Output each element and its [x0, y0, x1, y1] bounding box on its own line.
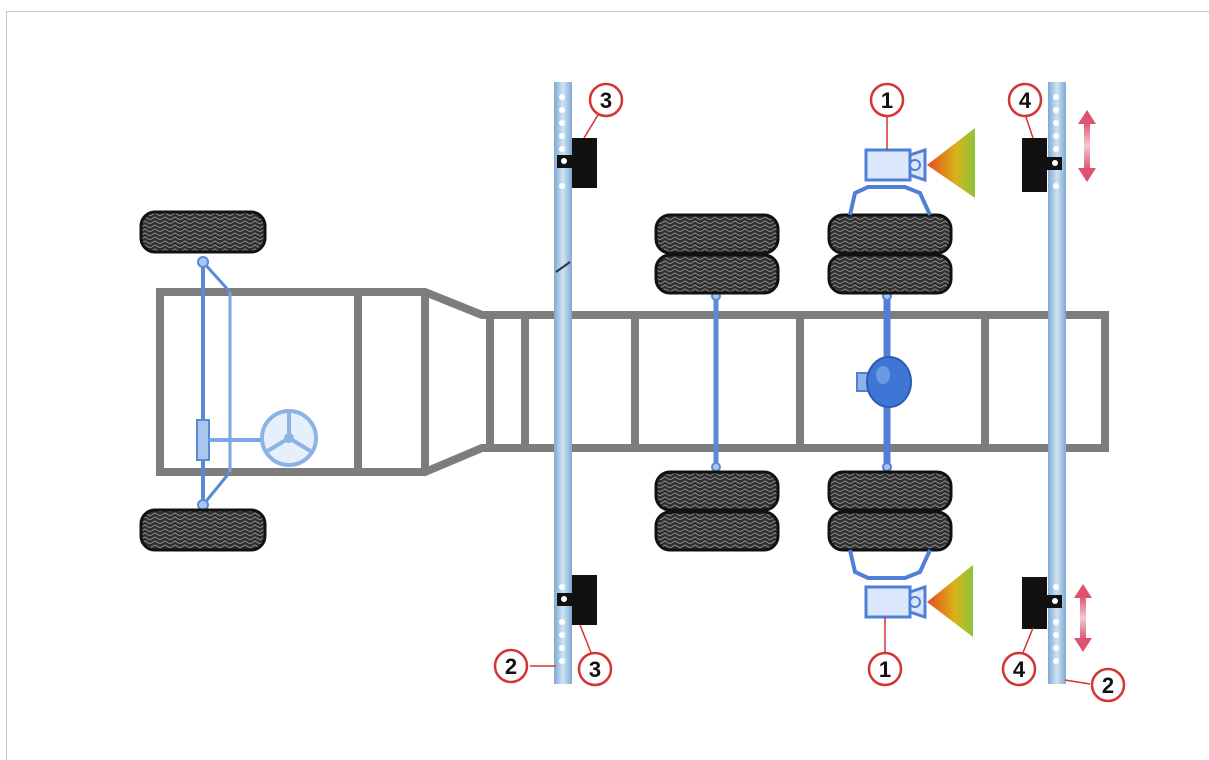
callout-2-right: 2 — [1090, 667, 1126, 703]
svg-text:4: 4 — [1013, 657, 1026, 682]
front-axle — [196, 256, 265, 511]
svg-text:1: 1 — [881, 88, 893, 113]
tire-icon — [827, 510, 953, 552]
tire-icon — [654, 510, 780, 552]
callout-3-top: 3 — [588, 82, 624, 118]
callout-4-top: 4 — [1007, 82, 1043, 118]
svg-text:2: 2 — [505, 654, 517, 679]
callout-2-left: 2 — [493, 648, 529, 684]
tire-icon — [827, 213, 953, 255]
diagram-frame — [6, 11, 1209, 760]
double-arrow-icon — [1078, 110, 1096, 182]
svg-text:2: 2 — [1102, 673, 1114, 698]
wheel-clamp-bottom — [848, 549, 932, 580]
camera-beam-bottom — [927, 565, 973, 637]
tire-icon — [827, 253, 953, 295]
tire-icon — [654, 470, 780, 512]
svg-text:4: 4 — [1019, 88, 1032, 113]
sensor-icon — [1022, 138, 1062, 192]
svg-text:3: 3 — [589, 657, 601, 682]
steering-wheel-icon — [260, 409, 318, 467]
tire-icon — [139, 210, 267, 254]
camera-icon — [864, 147, 927, 183]
callout-1-bottom: 1 — [867, 651, 903, 687]
camera-icon — [864, 584, 927, 620]
double-arrow-icon — [1074, 584, 1092, 652]
callout-1-top: 1 — [869, 82, 905, 118]
svg-text:3: 3 — [600, 88, 612, 113]
svg-text:1: 1 — [879, 657, 891, 682]
reference-bar-left — [554, 82, 572, 684]
sensor-icon — [1022, 577, 1062, 629]
wheel-clamp-top — [848, 185, 932, 216]
sensor-icon — [557, 138, 597, 188]
callout-4-bottom: 4 — [1001, 651, 1037, 687]
chassis-frame — [156, 288, 1109, 476]
tire-icon — [654, 253, 780, 295]
sensor-icon — [557, 575, 597, 625]
leader-lines — [530, 109, 1091, 685]
differential-icon — [856, 356, 912, 408]
reference-bar-right — [1048, 82, 1066, 684]
callout-3-bottom: 3 — [577, 651, 613, 687]
camera-beam-top — [927, 128, 975, 198]
tire-icon — [654, 213, 780, 255]
tire-icon — [139, 508, 267, 552]
tire-icon — [827, 470, 953, 512]
